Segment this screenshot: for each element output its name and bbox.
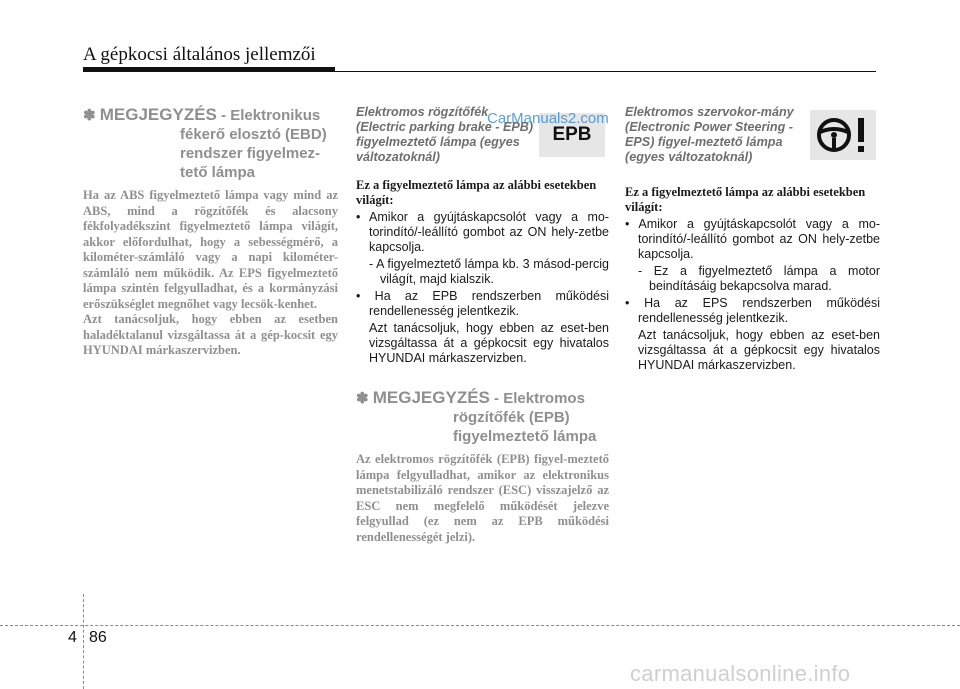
note-star-icon: ✽ [356,390,369,407]
column-1: ✽ MEGJEGYZÉS - Elektronikus fékerő elosz… [83,105,338,359]
page-header-title: A gépkocsi általános jellemzői [83,44,316,65]
epb-bullet: • Amikor a gyújtáskapcsolót vagy a mo-to… [356,210,609,254]
note-sub-line: rögzítőfék (EPB) [453,409,570,426]
eps-steering-warning-icon [810,110,876,160]
site-watermark: carmanualsonline.info [630,661,851,686]
note-paragraph: Azt tanácsoljuk, hogy ebben az esetben h… [83,312,338,357]
note-body-ebd: Ha az ABS figyelmeztető lámpa vagy mind … [83,188,338,359]
note-star-icon: ✽ [83,107,96,124]
note-body-epb: Az elektromos rögzítőfék (EPB) figyel-me… [356,452,609,545]
column-3: Elektromos szervokor-mány (Electronic Po… [625,105,880,373]
footer-vertical-divider [83,594,84,689]
header-rule-thin [335,71,876,72]
note-title-rest: - Elektronikus [216,107,321,124]
epb-bullet: • Ha az EPB rendszerben működési rendell… [356,289,609,318]
note-title-rest: - Elektromos [489,390,585,407]
eps-sub-bullet: - Ez a figyelmeztető lámpa a motor beind… [638,264,880,293]
footer-divider [0,625,960,626]
note-paragraph: Ha az ABS figyelmeztető lámpa vagy mind … [83,188,338,311]
epb-intro: Ez a figyelmeztető lámpa az alábbi esete… [356,178,597,207]
header-rule-thick [83,67,335,72]
note-title: MEGJEGYZÉS [99,105,217,124]
note-paragraph: Az elektromos rögzítőfék (EPB) figyel-me… [356,452,609,544]
carmanuals-watermark: CarManuals2.com [487,110,609,127]
eps-intro: Ez a figyelmeztető lámpa az alábbi esete… [625,185,866,214]
note-sub-line: fékerő elosztó (EBD) [180,126,327,143]
note-heading-epb: ✽ MEGJEGYZÉS - Elektromos rögzítőfék (EP… [356,388,609,446]
note-sub-line: figyelmeztető lámpa [453,428,597,445]
epb-section-heading: Elektromos rögzítőfék (Electric parking … [356,105,534,164]
eps-advice: Azt tanácsoljuk, hogy ebben az eset-ben … [638,328,880,372]
note-heading-ebd: ✽ MEGJEGYZÉS - Elektronikus fékerő elosz… [83,105,338,182]
chapter-number: 4 [68,629,77,646]
eps-bullet: • Ha az EPS rendszerben működési rendell… [625,296,880,325]
column-2: Elektromos rögzítőfék (Electric parking … [356,105,609,545]
eps-bullet: • Amikor a gyújtáskapcsolót vagy a mo-to… [625,217,880,261]
note-sub-line: rendszer figyelmez- [180,145,321,162]
epb-warning-lamp-icon: EPB [539,113,605,157]
note-sub-line: tető lámpa [180,164,256,181]
note-title: MEGJEGYZÉS [372,388,490,407]
page-number: 86 [89,629,107,646]
eps-section-heading: Elektromos szervokor-mány (Electronic Po… [625,105,794,164]
epb-sub-bullet: - A figyelmeztető lámpa kb. 3 másod-perc… [369,257,609,286]
epb-icon-label: EPB [552,124,592,145]
epb-advice: Azt tanácsoljuk, hogy ebben az eset-ben … [369,321,609,365]
